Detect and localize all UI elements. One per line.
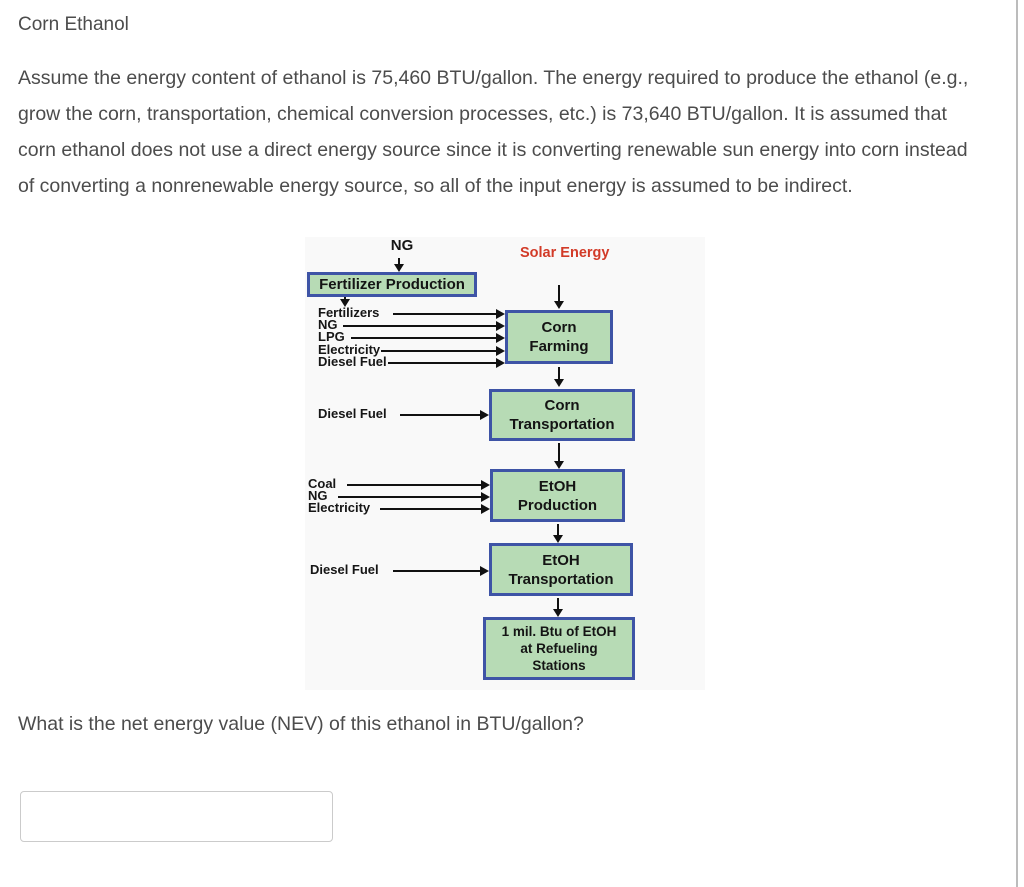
refueling-line1: 1 mil. Btu of EtOH: [501, 624, 617, 639]
ng-source-label: NG: [390, 237, 414, 254]
corn-farming-line2: Farming: [529, 338, 589, 355]
arrow-ng-to-fertilizer-production: [394, 258, 404, 272]
corn-farming-input-label: Fertilizers: [318, 305, 380, 320]
corn-transportation-box: Corn Transportation: [489, 389, 635, 441]
etoh-transportation-box: EtOH Transportation: [489, 543, 633, 596]
arrow-diesel-fuel-to-corn-farming: [388, 358, 505, 368]
etoh-production-input-label: NG: [308, 488, 328, 503]
question-text: What is the net energy value (NEV) of th…: [18, 713, 584, 735]
fertilizer-production-box: Fertilizer Production: [307, 272, 477, 297]
etoh-production-line1: EtOH: [538, 477, 577, 495]
arrow-fertilizers-to-corn-farming: [393, 309, 505, 319]
etoh-transportation-input-label: Diesel Fuel: [310, 562, 379, 577]
arrow-corn-transportation-to-etoh-production: [554, 443, 564, 469]
arrow-etoh-production-to-etoh-transportation: [553, 524, 563, 543]
corn-transportation-line2: Transportation: [509, 416, 615, 433]
arrow-electricity-to-etoh-production: [380, 504, 490, 514]
page-right-border: [1016, 0, 1018, 887]
corn-farming-input-label: Diesel Fuel: [318, 354, 387, 369]
etoh-production-box: EtOH Production: [490, 469, 625, 522]
arrow-solar-to-corn-farming: [554, 285, 564, 309]
arrow-ng-to-etoh-production: [338, 492, 490, 502]
solar-energy-line1: Solar: [520, 245, 557, 261]
etoh-production-input-label: Electricity: [308, 500, 371, 515]
arrow-etoh-transportation-to-refueling: [553, 598, 563, 617]
etoh-transportation-line1: EtOH: [542, 551, 580, 569]
arrow-electricity-to-corn-farming: [381, 346, 505, 356]
arrow-corn-farming-to-corn-transportation: [554, 367, 564, 387]
corn-farming-input-label: NG: [318, 317, 338, 332]
arrow-diesel-fuel-to-corn-transportation: [400, 410, 489, 420]
etoh-production-line2: Production: [517, 496, 598, 514]
etoh-production-input-label: Coal: [308, 476, 337, 491]
corn-transportation-input-label: Diesel Fuel: [318, 406, 387, 421]
answer-input[interactable]: [20, 791, 333, 842]
corn-farming-input-label: Electricity: [318, 342, 381, 357]
arrow-lpg-to-corn-farming: [351, 333, 505, 343]
page-title: Corn Ethanol: [18, 14, 129, 35]
corn-farming-box: Corn Farming: [505, 310, 613, 364]
solar-energy-line2: Energy: [560, 245, 610, 261]
corn-farming-line1: Corn: [541, 319, 577, 336]
arrow-fertilizer-production-to-fertilizers: [340, 297, 350, 307]
problem-statement: Assume the energy content of ethanol is …: [18, 67, 969, 197]
refueling-stations-box: 1 mil. Btu of EtOH at Refueling Stations: [483, 617, 635, 680]
corn-ethanol-flow-diagram: NG Fertilizer Production Fertilizers NG …: [305, 237, 705, 690]
fertilizer-production-label: Fertilizer Production: [319, 275, 465, 293]
corn-transportation-line1: Corn: [544, 397, 580, 414]
refueling-line3: Stations: [532, 658, 586, 673]
arrow-diesel-fuel-to-etoh-transportation: [393, 566, 489, 576]
solar-energy-label: Solar Energy: [520, 245, 609, 261]
arrow-coal-to-etoh-production: [347, 480, 490, 490]
etoh-transportation-line2: Transportation: [508, 570, 614, 588]
arrow-ng-to-corn-farming: [343, 321, 505, 331]
refueling-line2: at Refueling: [520, 641, 598, 656]
corn-farming-input-label: LPG: [318, 329, 345, 344]
